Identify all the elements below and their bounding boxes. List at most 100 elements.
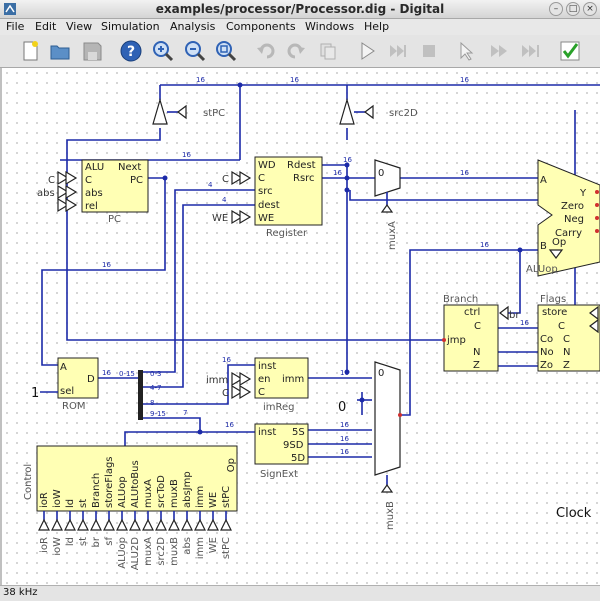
svg-text:Y: Y bbox=[579, 188, 587, 199]
analyze-check-icon[interactable] bbox=[557, 38, 583, 64]
svg-text:Register: Register bbox=[266, 228, 308, 239]
flags-component[interactable]: Flags store C Co No Zo C N Z bbox=[537, 294, 600, 372]
window-title: examples/processor/Processor.dig - Digit… bbox=[155, 2, 445, 16]
run-simulation-icon[interactable] bbox=[354, 38, 380, 64]
branch-component[interactable]: Branch ctrl C N Z jmp br bbox=[442, 294, 520, 372]
minimize-icon[interactable]: – bbox=[549, 2, 563, 16]
svg-text:C: C bbox=[222, 388, 229, 399]
menu-analysis[interactable]: Analysis bbox=[170, 20, 216, 33]
control-output-label: WE bbox=[208, 537, 219, 553]
zoom-fit-icon[interactable] bbox=[213, 38, 239, 64]
save-file-icon[interactable] bbox=[79, 38, 105, 64]
control-output-label: ioR bbox=[39, 537, 50, 553]
menu-windows[interactable]: Windows bbox=[305, 20, 355, 33]
control-top-label: Branch bbox=[91, 473, 102, 508]
control-output-pin[interactable] bbox=[90, 518, 102, 531]
control-output-pin[interactable] bbox=[181, 518, 193, 531]
help-icon[interactable]: ? bbox=[118, 38, 144, 64]
svg-text:Zero: Zero bbox=[561, 201, 584, 212]
svg-text:inst: inst bbox=[258, 427, 276, 438]
stpc-driver[interactable]: stPC bbox=[152, 97, 225, 125]
control-output-pin[interactable] bbox=[142, 518, 154, 531]
control-output-pin[interactable] bbox=[207, 518, 219, 531]
clock-component[interactable]: Clock bbox=[556, 506, 592, 521]
pc-component[interactable]: ALU C abs rel Next PC PC C abs bbox=[37, 159, 149, 225]
svg-text:1: 1 bbox=[31, 386, 39, 401]
maximize-icon[interactable]: □ bbox=[566, 2, 580, 16]
src2d-driver[interactable]: src2D bbox=[339, 97, 418, 125]
zoom-in-icon[interactable] bbox=[150, 38, 176, 64]
control-output-pin[interactable] bbox=[155, 518, 167, 531]
menu-file[interactable]: File bbox=[6, 20, 25, 33]
control-top-label: muxB bbox=[169, 479, 180, 508]
menu-components[interactable]: Components bbox=[226, 20, 296, 33]
undo-icon[interactable] bbox=[253, 38, 279, 64]
run-to-break-icon[interactable] bbox=[517, 38, 543, 64]
control-output-pin[interactable] bbox=[103, 518, 115, 531]
svg-text:0: 0 bbox=[338, 400, 346, 415]
control-top-label: muxA bbox=[143, 479, 154, 508]
control-output-pin[interactable] bbox=[129, 518, 141, 531]
wire-label: 16 bbox=[460, 169, 469, 177]
menu-view[interactable]: View bbox=[66, 20, 93, 33]
control-output-pin[interactable] bbox=[64, 518, 76, 531]
register-component[interactable]: WD C src dest WE Rdest Rsrc Register C W… bbox=[212, 156, 323, 239]
control-output-pin[interactable] bbox=[220, 518, 232, 531]
svg-text:ALUop: ALUop bbox=[526, 264, 558, 275]
new-file-icon[interactable] bbox=[17, 38, 43, 64]
control-output-pin[interactable] bbox=[116, 518, 128, 531]
svg-text:C: C bbox=[474, 321, 481, 332]
zoom-out-icon[interactable] bbox=[182, 38, 208, 64]
svg-text:B: B bbox=[540, 241, 547, 252]
control-output-pin[interactable] bbox=[194, 518, 206, 531]
svg-text:5D: 5D bbox=[291, 453, 305, 464]
wire-label: 4 bbox=[208, 181, 213, 189]
control-top-label: ld bbox=[65, 499, 76, 508]
redo-icon[interactable] bbox=[283, 38, 309, 64]
menu-edit[interactable]: Edit bbox=[35, 20, 57, 33]
signext-component[interactable]: inst 5S 9SD 5D SignExt bbox=[254, 423, 309, 480]
stop-icon[interactable] bbox=[416, 38, 442, 64]
control-top-label: srcToD bbox=[156, 475, 167, 508]
stpc-label: stPC bbox=[203, 108, 225, 119]
svg-text:Op: Op bbox=[552, 237, 566, 248]
svg-text:dest: dest bbox=[258, 200, 280, 211]
close-icon[interactable]: × bbox=[583, 2, 597, 16]
svg-text:inst: inst bbox=[258, 361, 276, 372]
copy-icon[interactable] bbox=[315, 38, 341, 64]
imreg-component[interactable]: inst en C imm imReg imm C bbox=[206, 357, 309, 413]
control-output-pin[interactable] bbox=[51, 518, 63, 531]
alu-component[interactable]: A B Op Y Zero Neg Carry ALUop bbox=[526, 159, 600, 277]
single-step-icon[interactable] bbox=[454, 38, 480, 64]
open-file-icon[interactable] bbox=[47, 38, 73, 64]
svg-text:0-3: 0-3 bbox=[150, 370, 161, 378]
circuit-canvas[interactable]: .w{stroke:#1c2aa8;stroke-width:1.6;fill:… bbox=[0, 68, 600, 585]
svg-text:C: C bbox=[85, 175, 92, 186]
svg-text:?: ? bbox=[127, 44, 135, 60]
control-top-label: st bbox=[78, 499, 89, 508]
svg-text:muxB: muxB bbox=[385, 501, 396, 530]
control-output-label: imm bbox=[195, 537, 206, 559]
svg-text:C: C bbox=[222, 174, 229, 185]
muxa-component[interactable]: 0 muxA bbox=[374, 159, 401, 250]
muxb-component[interactable]: 0 0 muxB bbox=[338, 361, 402, 530]
menu-simulation[interactable]: Simulation bbox=[101, 20, 160, 33]
status-bar: 38 kHz bbox=[0, 585, 600, 601]
step-icon[interactable] bbox=[486, 38, 512, 64]
control-output-pin[interactable] bbox=[38, 518, 50, 531]
svg-text:WE: WE bbox=[258, 213, 274, 224]
control-output-pin[interactable] bbox=[77, 518, 89, 531]
rom-component[interactable]: A sel D ROM 1 bbox=[31, 357, 99, 412]
control-output-pin[interactable] bbox=[168, 518, 180, 531]
wire-label: 4 bbox=[222, 196, 227, 204]
svg-text:Carry: Carry bbox=[555, 228, 582, 239]
svg-text:5S: 5S bbox=[292, 427, 305, 438]
control-top-label: ALUtoBus bbox=[130, 460, 141, 508]
splitter-component[interactable]: 0-15 0-3 4-7 8 9-15 bbox=[119, 370, 166, 420]
circuit-diagram[interactable]: .w{stroke:#1c2aa8;stroke-width:1.6;fill:… bbox=[2, 68, 600, 585]
fast-forward-icon[interactable] bbox=[385, 38, 411, 64]
menu-help[interactable]: Help bbox=[364, 20, 390, 33]
